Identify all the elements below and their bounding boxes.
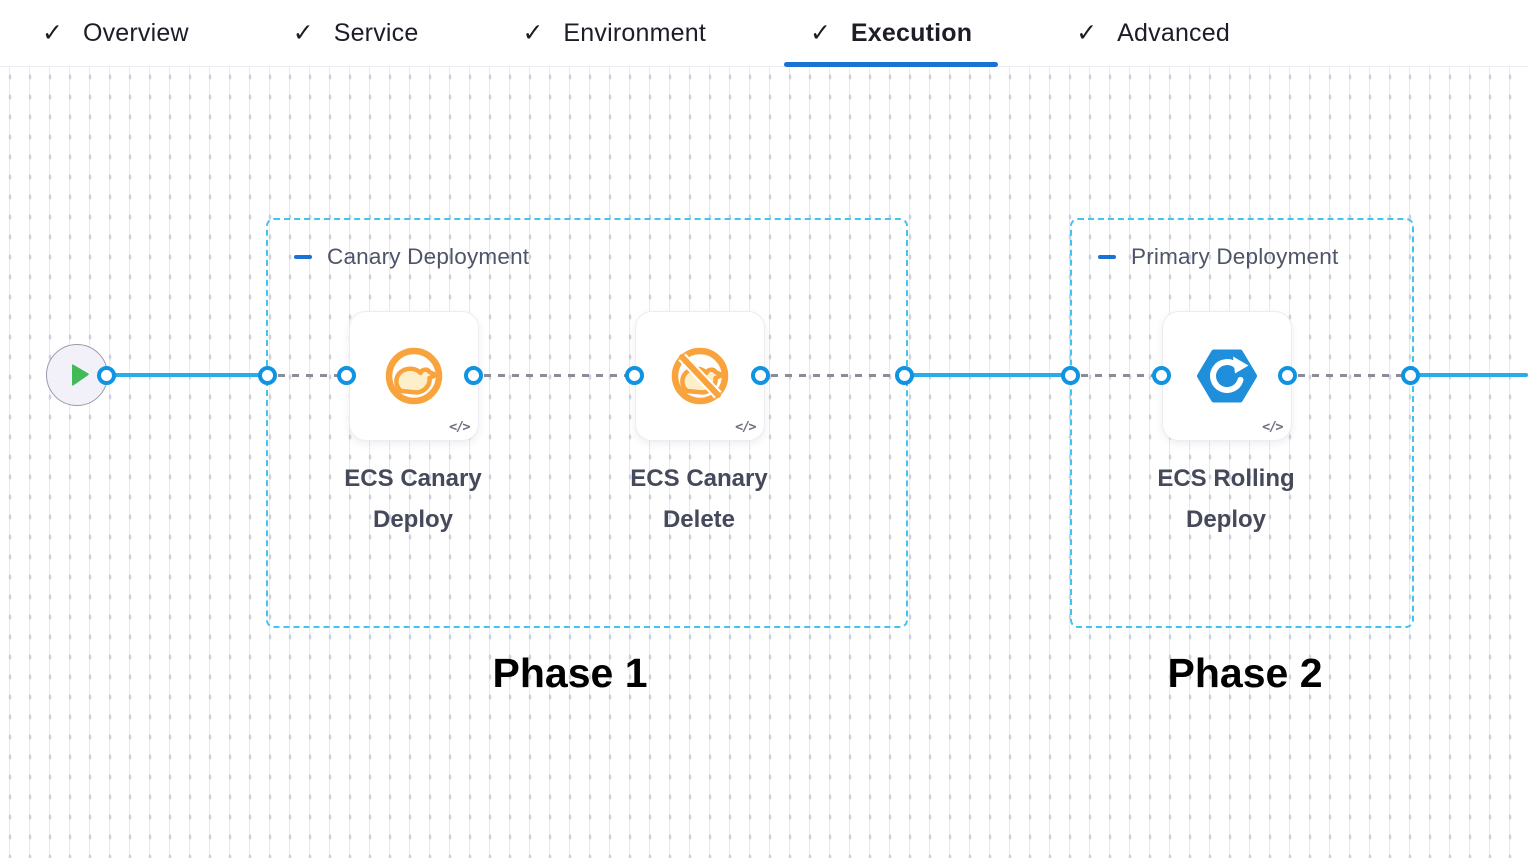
tab-advanced[interactable]: ✓ Advanced [1050,0,1256,66]
phase-1-label: Phase 1 [492,650,648,696]
connector-node[interactable] [258,365,277,385]
step-card-ecs-canary-delete[interactable]: </> [635,311,765,441]
connector-node[interactable] [1401,365,1420,385]
flow-line-dashed [278,373,340,377]
connector-node[interactable] [1278,365,1297,385]
code-icon: </> [1262,419,1283,435]
tab-label: Advanced [1117,18,1230,47]
check-icon: ✓ [522,18,544,47]
flow-line [92,373,270,377]
flow-line [905,373,1071,377]
step-label: ECS Canary Deploy [344,465,482,533]
group-title: Primary Deployment [1131,244,1339,269]
tab-label: Service [333,18,419,47]
code-icon: </> [449,419,470,435]
connector-node[interactable] [1061,365,1080,385]
connector-node[interactable] [751,365,770,385]
tab-service[interactable]: ✓ Service [267,0,445,66]
canary-deploy-icon [385,347,443,405]
connector-node[interactable] [625,365,644,385]
connector-node[interactable] [97,365,116,385]
ecs-rolling-deploy-icon [1197,349,1257,403]
step-group-canary-deployment[interactable]: Canary Deployment [266,218,908,628]
flow-line [1411,373,1528,377]
collapse-group-icon[interactable] [1098,255,1116,259]
connector-node[interactable] [1152,365,1171,385]
tab-environment[interactable]: ✓ Environment [496,0,732,66]
flow-line-dashed [1081,373,1154,377]
step-label: ECS Canary Delete [630,465,768,533]
step-label: ECS Rolling Deploy [1157,465,1295,533]
group-header: Canary Deployment [294,244,529,270]
connector-node[interactable] [464,365,483,385]
flow-line-dashed [484,373,627,377]
group-title: Canary Deployment [327,244,530,269]
code-icon: </> [735,419,756,435]
step-group-primary-deployment[interactable]: Primary Deployment [1070,218,1414,628]
play-icon [71,364,89,386]
step-card-ecs-canary-deploy[interactable]: </> [349,311,479,441]
collapse-group-icon[interactable] [294,255,312,259]
stage-config-tabbar: ✓ Overview ✓ Service ✓ Environment ✓ Exe… [0,0,1528,67]
active-tab-underline [783,62,999,67]
tab-label: Overview [82,18,189,47]
check-icon: ✓ [1076,18,1098,47]
tab-label: Environment [563,18,706,47]
tab-label: Execution [850,18,973,47]
connector-node[interactable] [337,365,356,385]
execution-graph-canvas: Canary Deployment Primary Deployment </>… [0,67,1528,858]
check-icon: ✓ [809,18,831,47]
step-card-ecs-rolling-deploy[interactable]: </> [1162,311,1292,441]
group-header: Primary Deployment [1098,244,1338,270]
check-icon: ✓ [292,18,314,47]
flow-line-dashed [1298,373,1403,377]
tab-execution[interactable]: ✓ Execution [783,0,999,67]
tab-overview[interactable]: ✓ Overview [16,0,215,66]
check-icon: ✓ [42,18,63,47]
connector-node[interactable] [895,365,914,385]
flow-line-dashed [771,373,897,377]
phase-2-label: Phase 2 [1167,650,1323,696]
canary-delete-icon [671,347,729,405]
